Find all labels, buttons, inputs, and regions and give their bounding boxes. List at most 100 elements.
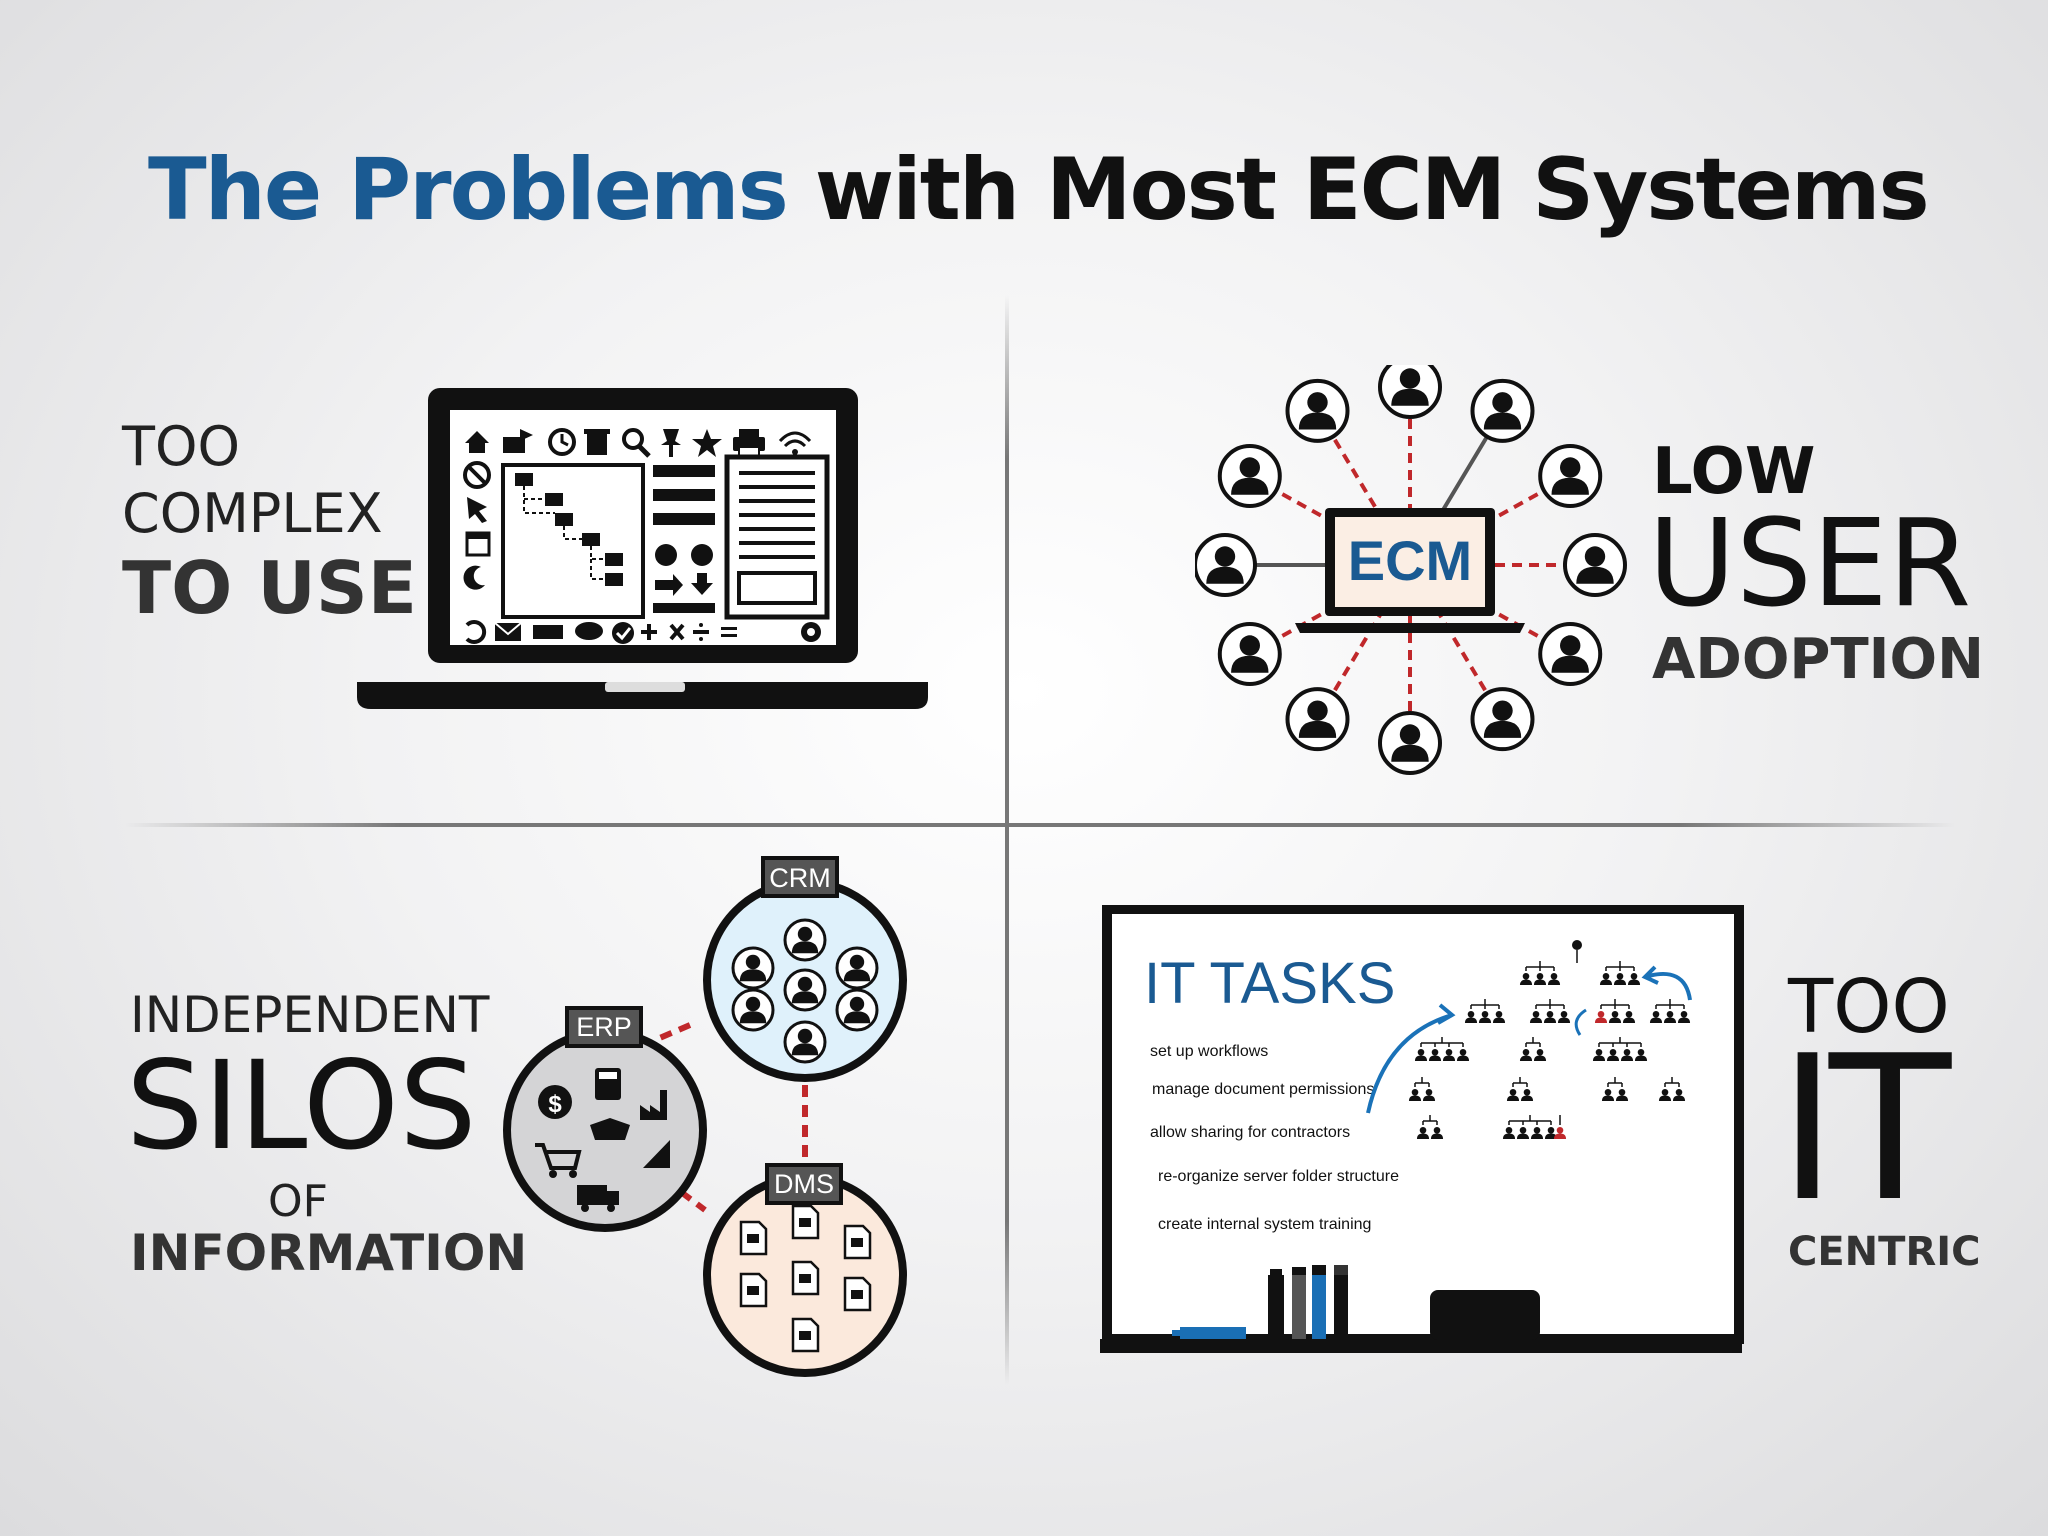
- org-node-cluster: [1502, 1115, 1558, 1140]
- user-node: [1538, 622, 1603, 686]
- dms-document-icon: [739, 1272, 768, 1308]
- person-icon: [1627, 972, 1641, 986]
- user-node: [1378, 365, 1442, 419]
- task-item-4: re-organize server folder structure: [1158, 1168, 1399, 1185]
- user-node: [1195, 533, 1257, 597]
- q1-line2: COMPLEX: [122, 482, 383, 545]
- dms-document-icon: [843, 1224, 872, 1260]
- person-icon: [1530, 1126, 1544, 1140]
- task-item-1: set up workflows: [1150, 1043, 1268, 1060]
- org-node-cluster: [1408, 1077, 1436, 1102]
- person-icon: [1576, 546, 1614, 584]
- person-icon: [1502, 1126, 1516, 1140]
- crm-person: [783, 1020, 827, 1064]
- dms-document-icon: [791, 1204, 820, 1240]
- org-chart: [1408, 940, 1691, 1140]
- person-icon: [1592, 1048, 1606, 1062]
- users-network-icon: ECM: [1195, 365, 1627, 775]
- user-node: [1378, 711, 1442, 775]
- task-item-2: manage document permissions: [1152, 1081, 1374, 1098]
- person-icon: [1553, 1126, 1567, 1140]
- org-node-cluster: [1592, 1037, 1648, 1062]
- dms-label: DMS: [774, 1169, 834, 1199]
- person-icon: [1608, 1010, 1622, 1024]
- person-icon: [1456, 1048, 1470, 1062]
- person-icon: [843, 954, 871, 982]
- person-icon: [1520, 1088, 1534, 1102]
- ecm-screen: [1335, 517, 1485, 607]
- dms-document-icon: [791, 1260, 820, 1296]
- person-icon: [1442, 1048, 1456, 1062]
- q1-line1: TOO: [122, 415, 240, 478]
- person-icon: [1422, 1088, 1436, 1102]
- person-icon: [1391, 368, 1429, 406]
- silos-diagram: CRM ERP $ DMS: [503, 856, 907, 1377]
- board-title: IT TASKS: [1144, 951, 1395, 1016]
- q3-line3: OF: [268, 1176, 328, 1227]
- org-node-cluster: [1529, 999, 1571, 1024]
- crm-label: CRM: [769, 863, 831, 893]
- org-node-cluster: [1416, 1115, 1444, 1140]
- page-title: The Problems with Most ECM Systems: [148, 140, 1930, 240]
- person-icon: [1298, 392, 1337, 430]
- person-icon: [1634, 1048, 1648, 1062]
- user-node: [1538, 444, 1603, 508]
- task-item-5: create internal system training: [1158, 1216, 1371, 1233]
- person-icon: [1492, 1010, 1506, 1024]
- org-node-cluster: [1649, 999, 1691, 1024]
- person-icon: [1557, 1010, 1571, 1024]
- person-icon: [1613, 972, 1627, 986]
- org-node-cluster: [1553, 1115, 1567, 1140]
- person-icon: [791, 976, 819, 1004]
- user-node: [1470, 687, 1535, 752]
- network-user-nodes: [1195, 365, 1627, 775]
- person-icon: [1649, 1010, 1663, 1024]
- network-spoke: [1315, 409, 1412, 567]
- person-icon: [1483, 700, 1522, 738]
- person-icon: [1519, 1048, 1533, 1062]
- person-icon: [1594, 1010, 1608, 1024]
- q2-line3: ADOPTION: [1652, 627, 1984, 692]
- crm-person: [835, 988, 879, 1032]
- horizontal-divider: [125, 823, 1955, 827]
- person-icon: [1428, 1048, 1442, 1062]
- person-icon: [1615, 1088, 1629, 1102]
- person-icon: [1544, 1126, 1558, 1140]
- crm-person: [835, 946, 879, 990]
- person-icon: [1231, 635, 1269, 673]
- vertical-divider: [1005, 295, 1009, 1385]
- user-node: [1470, 378, 1535, 443]
- q4-line1: TOO: [1788, 964, 1950, 1050]
- q4-line3: CENTRIC: [1788, 1229, 1981, 1275]
- person-icon: [1547, 972, 1561, 986]
- person-icon: [1506, 1088, 1520, 1102]
- user-node: [1217, 622, 1282, 686]
- person-icon: [1543, 1010, 1557, 1024]
- person-icon: [1620, 1048, 1634, 1062]
- org-node-cluster: [1464, 999, 1506, 1024]
- person-icon: [1519, 972, 1533, 986]
- person-icon: [1206, 546, 1244, 584]
- org-node-cluster: [1506, 1077, 1534, 1102]
- person-icon: [1414, 1048, 1428, 1062]
- svg-text:$: $: [548, 1091, 562, 1118]
- network-spoke: [1408, 563, 1505, 721]
- q2-line1: LOW: [1652, 435, 1816, 509]
- person-icon: [791, 926, 819, 954]
- laptop-with-toolbar-icons: [357, 388, 928, 709]
- erp-icons: $: [535, 1068, 670, 1212]
- q3-line1: INDEPENDENT: [130, 986, 490, 1044]
- dms-document-icon: [791, 1317, 820, 1353]
- whiteboard-org-chart-icon: IT TASKS set up workflows manage documen…: [1100, 905, 1744, 1353]
- task-item-3: allow sharing for contractors: [1150, 1124, 1350, 1141]
- person-icon: [1601, 1088, 1615, 1102]
- user-node: [1285, 378, 1350, 443]
- dms-document-icon: [843, 1276, 872, 1312]
- org-node-cluster: [1519, 1037, 1547, 1062]
- person-icon: [739, 996, 767, 1024]
- org-node-cluster: [1594, 999, 1636, 1024]
- person-icon: [1529, 1010, 1543, 1024]
- org-node-cluster: [1599, 961, 1641, 986]
- ecm-label: ECM: [1348, 529, 1472, 592]
